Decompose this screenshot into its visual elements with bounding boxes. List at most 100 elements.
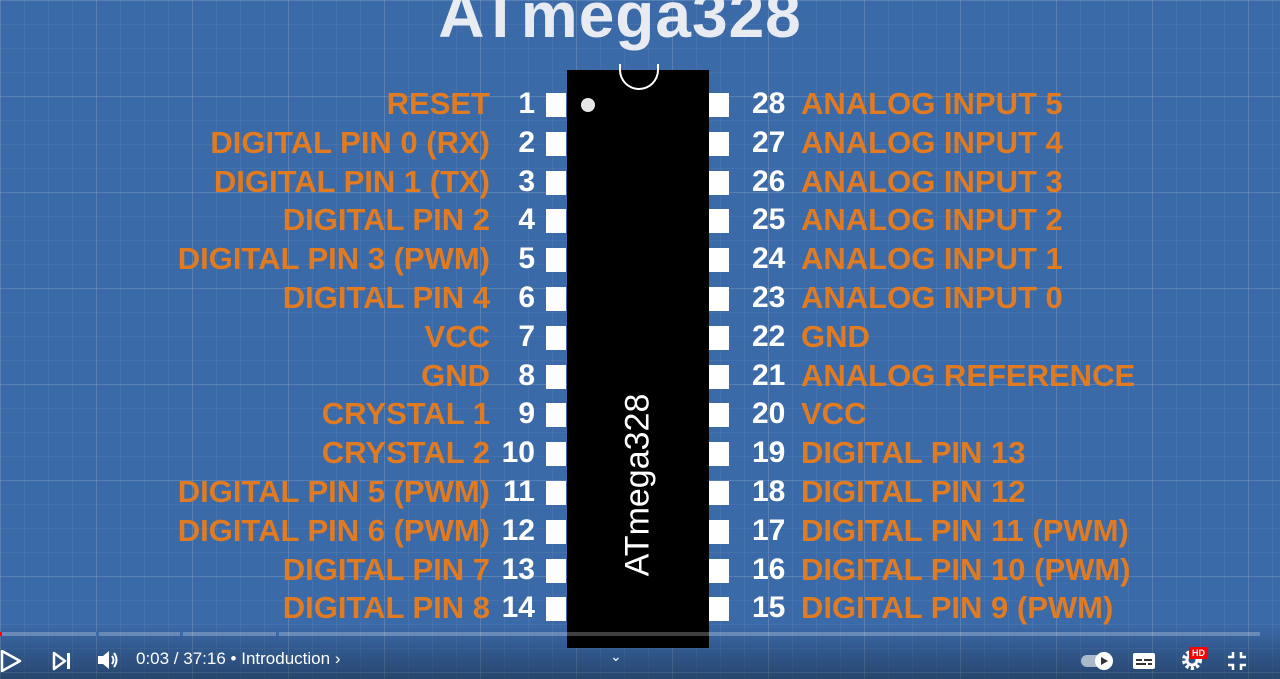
pin-lead [709, 287, 729, 311]
settings-button[interactable]: HD [1180, 647, 1208, 677]
pin-number: 19 [752, 436, 786, 470]
pin-lead [546, 248, 566, 273]
chapter-marker [180, 632, 183, 636]
chip-notch [619, 64, 659, 90]
pin-label: ANALOG INPUT 0 [801, 280, 1063, 315]
pin-lead [709, 325, 729, 350]
chapter-title[interactable]: Introduction [241, 649, 331, 668]
subtitles-icon [1133, 653, 1155, 669]
chapter-chevron-icon[interactable]: › [334, 649, 341, 668]
pin-lead [709, 93, 729, 117]
pin-number: 22 [752, 319, 786, 353]
pin-number: 9 [518, 397, 535, 431]
pin-number: 23 [752, 281, 786, 314]
exit-fullscreen-icon [1228, 652, 1246, 670]
pin-label: DIGITAL PIN 4 [282, 280, 490, 315]
pin-label: DIGITAL PIN 11 (PWM) [801, 512, 1129, 548]
subtitles-button[interactable] [1132, 652, 1156, 675]
chapter-marker [276, 632, 279, 636]
pin-lead [709, 558, 729, 583]
pin-label: CRYSTAL 1 [321, 396, 490, 432]
pin-label: DIGITAL PIN 2 [282, 202, 490, 238]
chip-label: ATmega328 [618, 393, 657, 577]
volume-icon [98, 651, 118, 669]
pin-lead [546, 287, 566, 311]
pin-number: 6 [518, 281, 535, 314]
pin-label: GND [801, 318, 870, 354]
pin-label: DIGITAL PIN 6 (PWM) [177, 512, 490, 548]
pin-label: ANALOG INPUT 2 [801, 202, 1063, 238]
pin-label: GND [421, 357, 490, 393]
pin-number: 2 [518, 125, 535, 159]
pin-label: DIGITAL PIN 10 (PWM) [801, 551, 1131, 587]
chapter-separator: • [230, 649, 237, 668]
expand-chevron-icon[interactable]: ⌄ [610, 648, 622, 664]
pin-number: 20 [752, 397, 786, 431]
pin-lead [709, 170, 729, 195]
play-button[interactable] [0, 649, 22, 677]
pin-number: 21 [752, 358, 786, 392]
pin-number: 28 [752, 87, 786, 120]
pin-number: 4 [518, 203, 535, 237]
pin-lead [546, 481, 566, 505]
autoplay-toggle[interactable] [1080, 651, 1116, 676]
pin-label: ANALOG REFERENCE [801, 357, 1136, 393]
pin-lead [546, 93, 566, 117]
video-title-text: ATmega328 [438, 0, 802, 51]
pin-number: 1 [518, 87, 535, 120]
pin-number: 17 [752, 513, 786, 547]
pin-lead [546, 403, 566, 428]
pin-number: 12 [501, 513, 535, 547]
pin-lead [546, 325, 566, 350]
hd-badge: HD [1189, 647, 1208, 659]
pin-label: VCC [424, 318, 490, 354]
pin-lead [709, 403, 729, 428]
pin-label: DIGITAL PIN 5 (PWM) [177, 474, 490, 509]
player-controls: 0:03 / 37:16 • Introduction › ⌄ HD [0, 624, 1280, 679]
pin-number: 24 [752, 242, 786, 276]
chapter-marker [96, 632, 99, 636]
next-button[interactable] [52, 651, 72, 676]
pin-lead [709, 481, 729, 505]
pin-label: ANALOG INPUT 1 [801, 241, 1063, 277]
next-icon [52, 651, 70, 671]
exit-fullscreen-button[interactable] [1227, 651, 1247, 676]
pin-number: 14 [501, 591, 535, 625]
pin-lead [709, 131, 729, 156]
pin-lead [709, 248, 729, 273]
progress-bar[interactable] [0, 632, 1260, 636]
pin-lead [709, 364, 729, 389]
volume-button[interactable] [96, 649, 120, 676]
pin-lead [546, 442, 566, 467]
pin-lead [546, 558, 566, 583]
pin-label: ANALOG INPUT 3 [801, 163, 1063, 199]
pin-number: 27 [752, 125, 786, 159]
chip-body: ATmega328 [567, 64, 709, 648]
pin-number: 15 [752, 591, 786, 625]
pin-label: DIGITAL PIN 8 [282, 590, 490, 626]
pin-number: 3 [518, 164, 535, 198]
pin1-marker [581, 98, 595, 112]
pin-label: DIGITAL PIN 7 [282, 551, 490, 587]
pin-label: DIGITAL PIN 0 (RX) [210, 124, 490, 160]
pin-label: RESET [386, 86, 490, 121]
progress-fill [0, 632, 2, 636]
pin-label: DIGITAL PIN 9 (PWM) [801, 590, 1114, 626]
autoplay-toggle-icon [1081, 652, 1113, 670]
time-display: 0:03 / 37:16 • Introduction › [136, 649, 340, 669]
pin-lead [546, 519, 566, 544]
pin-lead [709, 442, 729, 467]
pin-label: DIGITAL PIN 1 (TX) [213, 163, 490, 199]
pin-label: ANALOG INPUT 4 [801, 124, 1063, 160]
pin-label: VCC [801, 396, 867, 432]
pin-label: DIGITAL PIN 12 [801, 474, 1026, 509]
pin-number: 10 [501, 436, 535, 470]
pin-label: CRYSTAL 2 [321, 435, 490, 471]
pin-lead [546, 364, 566, 389]
pin-lead [546, 597, 566, 622]
play-icon [0, 649, 22, 673]
pin-lead [546, 170, 566, 195]
pin-lead [709, 597, 729, 622]
pin-number: 16 [752, 552, 786, 586]
